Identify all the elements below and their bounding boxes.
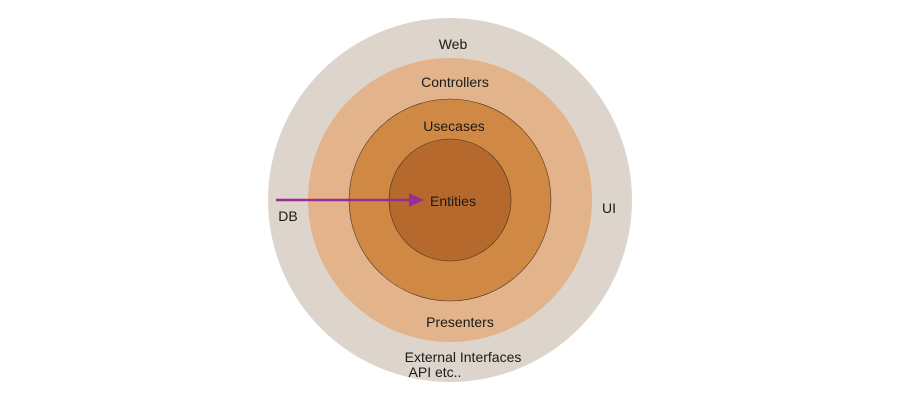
label-ui: UI <box>602 200 616 216</box>
label-entities: Entities <box>430 193 476 209</box>
arrow-head-icon <box>409 193 424 207</box>
dependency-arrow <box>276 193 424 207</box>
label-presenters: Presenters <box>426 314 494 330</box>
label-external-interfaces: External Interfaces <box>405 349 522 365</box>
label-db: DB <box>278 208 297 224</box>
label-usecases: Usecases <box>423 118 484 134</box>
label-web: Web <box>439 36 468 52</box>
label-controllers: Controllers <box>421 74 489 90</box>
label-api-etc: API etc.. <box>409 364 462 380</box>
